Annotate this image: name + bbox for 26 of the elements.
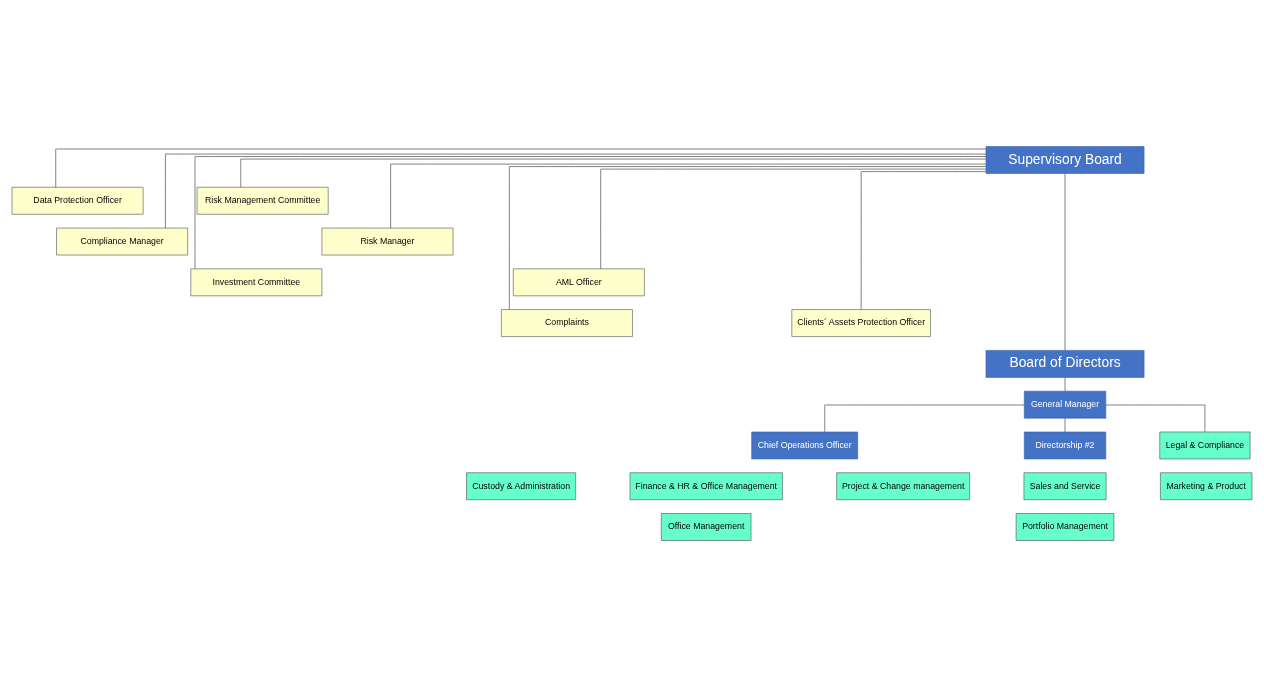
node-box: Chief Operations Officer [751, 431, 858, 459]
node-box: Data Protection Officer [11, 186, 144, 215]
node-box: Supervisory Board [985, 145, 1145, 174]
node-box: Marketing & Product [1160, 471, 1253, 500]
connector [390, 163, 987, 228]
node-box: Project & Change management [836, 471, 970, 500]
node-box: Finance & HR & Office Management [629, 471, 783, 500]
node-box: Risk Management Committee [196, 186, 329, 215]
node-box: Investment Committee [190, 268, 323, 296]
node-box: Clients´ Assets Protection Officer [791, 308, 931, 337]
node-box: Office Management [661, 512, 752, 541]
connector [600, 168, 987, 269]
node-box: Portfolio Management [1015, 512, 1115, 541]
node-box: Sales and Service [1023, 471, 1107, 500]
node-box: AML Officer [512, 268, 645, 296]
node-box: General Manager [1023, 390, 1107, 418]
connector [165, 153, 987, 228]
node-box: Legal & Compliance [1159, 431, 1251, 459]
connector [860, 170, 987, 310]
connector [509, 165, 986, 310]
node-box: Directorship #2 [1023, 431, 1107, 459]
node-box: Board of Directors [985, 349, 1145, 378]
node-box: Custody & Administration [466, 471, 576, 500]
node-box: Risk Manager [321, 227, 454, 255]
node-box: Complaints [501, 308, 633, 337]
node-box: Compliance Manager [56, 227, 188, 255]
